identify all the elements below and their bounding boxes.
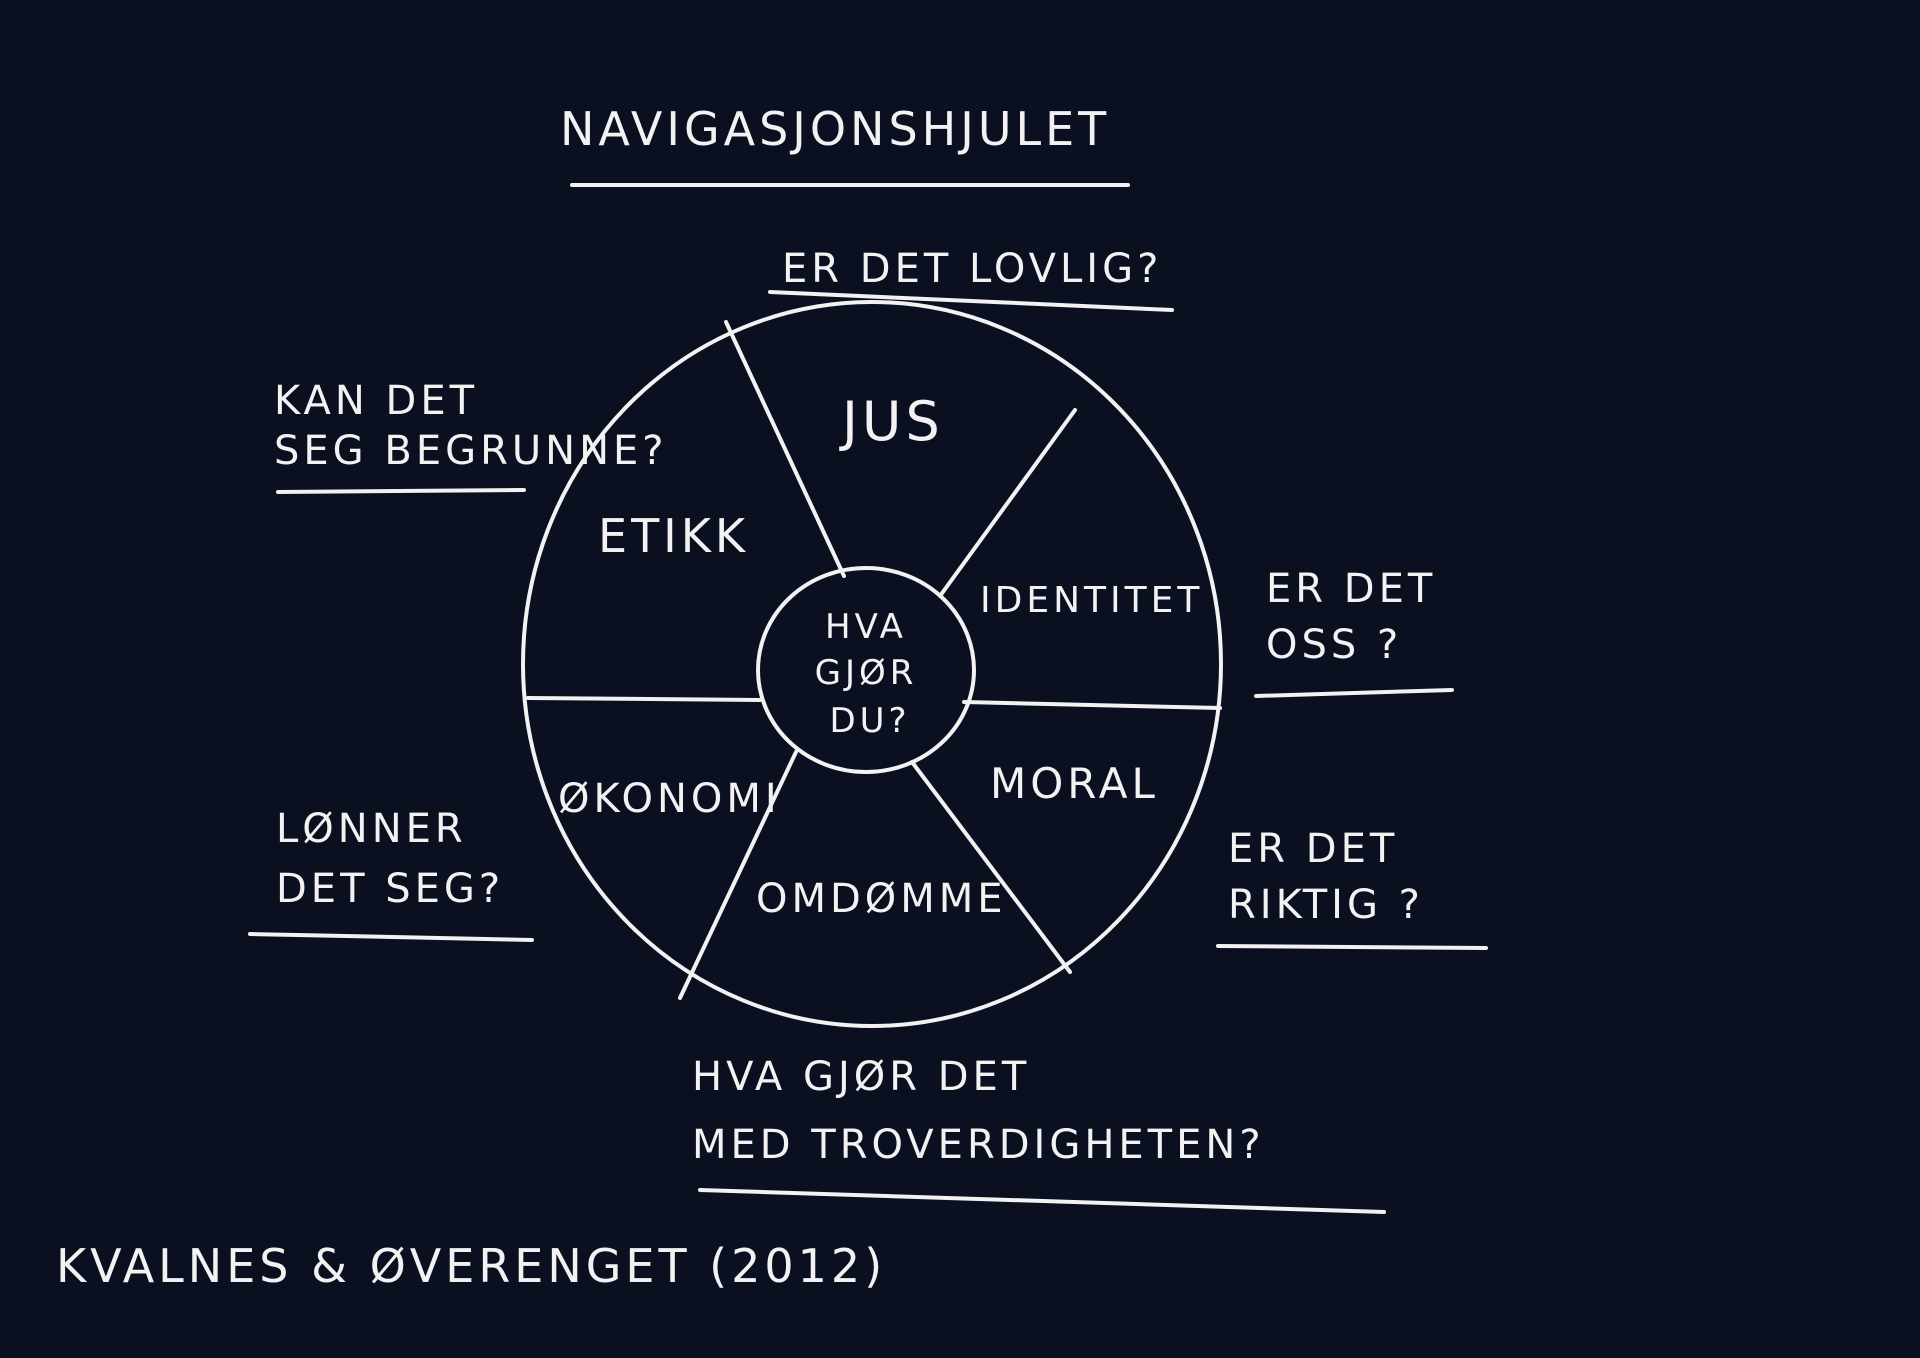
question-oss-line2: OSS ? <box>1266 622 1402 668</box>
spoke-upper-right <box>938 408 1077 598</box>
question-riktig-line2: RIKTIG ? <box>1228 882 1424 928</box>
segment-label-identitet: IDENTITET <box>980 580 1203 621</box>
spoke-left <box>526 696 762 702</box>
hub-text-line1: HVA <box>825 607 907 647</box>
segment-label-etikk: ETIKK <box>598 509 749 563</box>
question-troverdighet-line1: HVA GJØR DET <box>692 1054 1030 1100</box>
hub-text-line2: GJØR <box>815 653 918 693</box>
diagram-title: NAVIGASJONSHJULET <box>560 102 1110 156</box>
question-begrunne-line2: SEG BEGRUNNE? <box>274 428 668 474</box>
segment-label-jus: JUS <box>839 390 944 453</box>
question-troverdighet-line2: MED TROVERDIGHETEN? <box>692 1122 1265 1168</box>
spoke-top <box>724 320 846 578</box>
question-lonner-underline <box>248 932 534 942</box>
segment-label-okonomi: ØKONOMI <box>558 776 781 822</box>
question-begrunne-underline <box>276 488 526 494</box>
spoke-right <box>962 700 1222 710</box>
citation-text: KVALNES & ØVERENGET (2012) <box>56 1239 886 1293</box>
spoke-lower-right <box>910 760 1072 974</box>
question-lovlig: ER DET LOVLIG? <box>782 246 1162 292</box>
question-riktig-underline <box>1216 944 1488 950</box>
wheel-outer-circle <box>521 300 1223 1028</box>
question-lovlig-underline <box>768 290 1174 312</box>
question-begrunne-line1: KAN DET <box>274 378 478 424</box>
segment-label-omdomme: OMDØMME <box>756 876 1007 922</box>
question-lonner-line1: LØNNER <box>276 806 467 852</box>
question-lonner-line2: DET SEG? <box>276 866 504 912</box>
question-troverdighet-underline <box>698 1188 1386 1214</box>
hub-text-line3: DU? <box>829 701 910 741</box>
wheel-hub-circle <box>756 566 976 774</box>
spoke-lower-left <box>678 750 798 1000</box>
segment-label-moral: MORAL <box>990 759 1159 808</box>
question-oss-underline <box>1254 688 1454 698</box>
question-riktig-line1: ER DET <box>1228 826 1398 872</box>
question-oss-line1: ER DET <box>1266 566 1436 612</box>
